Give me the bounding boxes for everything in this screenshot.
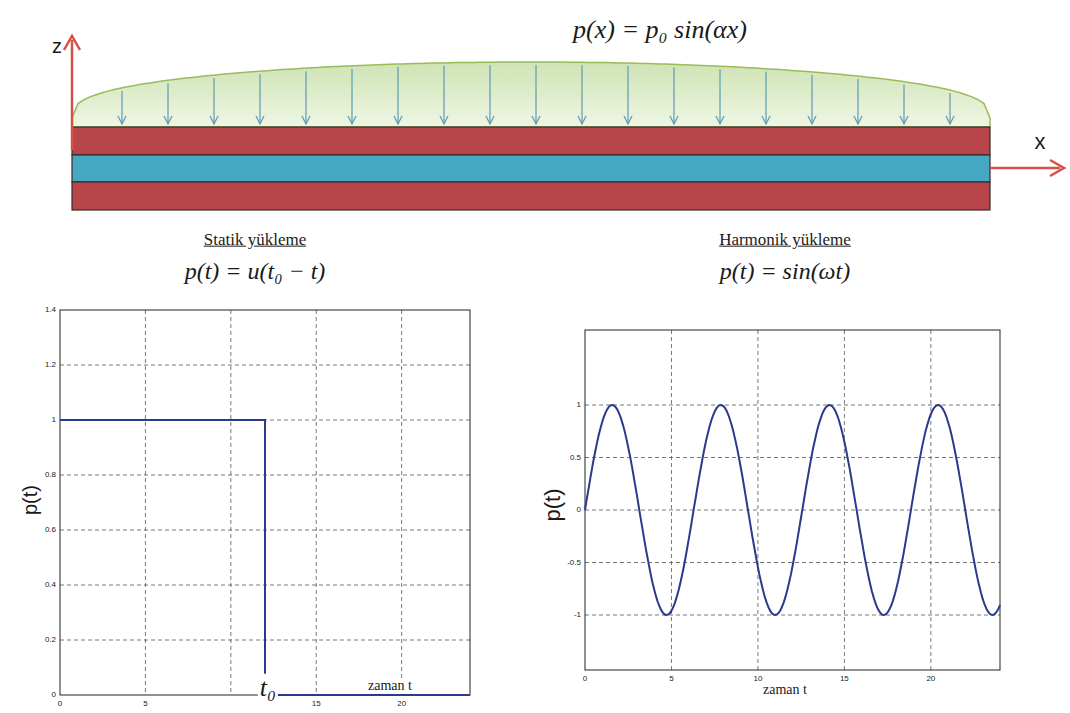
grid-line: [930, 330, 931, 670]
load-arrow: [627, 66, 628, 124]
bottom-face-layer: [72, 182, 990, 210]
load-arrow: [581, 65, 582, 124]
grid-line: [844, 330, 845, 670]
grid-line: [585, 615, 1000, 616]
load-arrowhead: [440, 116, 448, 124]
tick-label: 0: [52, 691, 56, 700]
sine-curve: [585, 405, 1000, 615]
grid-line: [585, 510, 1000, 511]
plot-frame: [585, 330, 1000, 670]
grid-line: [671, 330, 672, 670]
tick-label: 15: [840, 675, 849, 684]
static-load-plot: [60, 310, 470, 695]
axis-label: z: [52, 35, 62, 57]
load-arrowhead: [164, 116, 172, 124]
load-arrowhead: [256, 116, 264, 124]
tick-label: 0: [583, 675, 587, 684]
load-arrow: [857, 79, 858, 124]
tick-label: 0.4: [45, 581, 56, 590]
load-arrowhead: [118, 116, 126, 124]
load-arrow: [949, 93, 950, 124]
load-arrowhead: [854, 116, 862, 124]
load-arrow: [213, 78, 214, 124]
plot-formula: p(t) = sin(ωt): [720, 258, 850, 284]
axis-title: p(t): [19, 485, 41, 515]
tick-label: 0: [577, 506, 581, 515]
top-face-layer: [72, 127, 990, 155]
tick-label: 1: [577, 401, 581, 410]
tick-label: 20: [926, 675, 935, 684]
axis-title: p(t): [541, 489, 565, 522]
load-arrowhead: [946, 116, 954, 124]
load-arrowhead: [578, 116, 586, 124]
load-arrowhead: [624, 116, 632, 124]
load-arrow: [811, 75, 812, 124]
tick-label: -1: [574, 611, 581, 620]
load-arrowhead: [762, 116, 770, 124]
plot-formula: p(t) = u(t₀ − t): [185, 258, 326, 284]
grid-line: [230, 310, 231, 695]
load-arrow: [489, 65, 490, 124]
tick-label: 1: [52, 416, 56, 425]
tick-label: 0.6: [45, 526, 56, 535]
grid-line: [401, 310, 402, 695]
tick-label: 0.2: [45, 636, 56, 645]
grid-line: [585, 457, 1000, 458]
tick-label: 5: [143, 700, 147, 709]
load-arrowhead: [210, 116, 218, 124]
load-envelope: [72, 62, 990, 127]
load-arrow: [765, 72, 766, 124]
tick-label: -0.5: [567, 558, 581, 567]
load-arrowhead: [532, 116, 540, 124]
load-arrow: [121, 91, 122, 124]
plot-title: Statik yükleme: [204, 231, 306, 250]
load-arrow: [167, 83, 168, 124]
tick-label: 0: [58, 700, 62, 709]
load-arrowhead: [716, 116, 724, 124]
x-axis-arrow: [990, 160, 1064, 176]
axis-label: x: [1035, 130, 1046, 154]
load-arrowhead: [670, 116, 678, 124]
load-arrow: [305, 71, 306, 124]
time-marker: t₀: [258, 674, 278, 703]
load-arrow: [719, 69, 720, 124]
load-arrow: [903, 85, 904, 124]
tick-label: 0.5: [570, 453, 581, 462]
tick-label: 1.4: [45, 306, 56, 315]
load-arrow: [673, 67, 674, 124]
plot-frame: [60, 310, 470, 695]
tick-label: 20: [397, 700, 406, 709]
tick-label: 0.8: [45, 471, 56, 480]
step-curve: [60, 420, 470, 695]
z-axis-arrow: [64, 36, 80, 150]
load-arrow: [259, 74, 260, 124]
load-arrowhead: [302, 116, 310, 124]
core-layer: [72, 155, 990, 182]
load-arrowhead: [900, 116, 908, 124]
grid-line: [145, 310, 146, 695]
load-arrow: [351, 69, 352, 124]
tick-label: 10: [753, 675, 762, 684]
axis-title: zaman t: [366, 678, 414, 693]
load-arrowhead: [808, 116, 816, 124]
load-arrowhead: [394, 116, 402, 124]
load-arrowhead: [486, 116, 494, 124]
distributed-load: [72, 62, 990, 127]
grid-line: [757, 330, 758, 670]
tick-label: 1.2: [45, 361, 56, 370]
tick-label: 15: [312, 700, 321, 709]
load-formula: p(x) = p₀ sin(αx): [573, 16, 747, 45]
plot-title: Harmonik yükleme: [719, 231, 851, 250]
load-arrowhead: [348, 116, 356, 124]
load-arrow: [397, 67, 398, 124]
load-arrow: [443, 66, 444, 124]
tick-label: 5: [669, 675, 673, 684]
grid-line: [60, 365, 470, 366]
grid-line: [316, 310, 317, 695]
load-arrow: [535, 65, 536, 124]
axis-title: zaman t: [763, 682, 807, 697]
harmonic-load-plot: [585, 330, 1000, 670]
